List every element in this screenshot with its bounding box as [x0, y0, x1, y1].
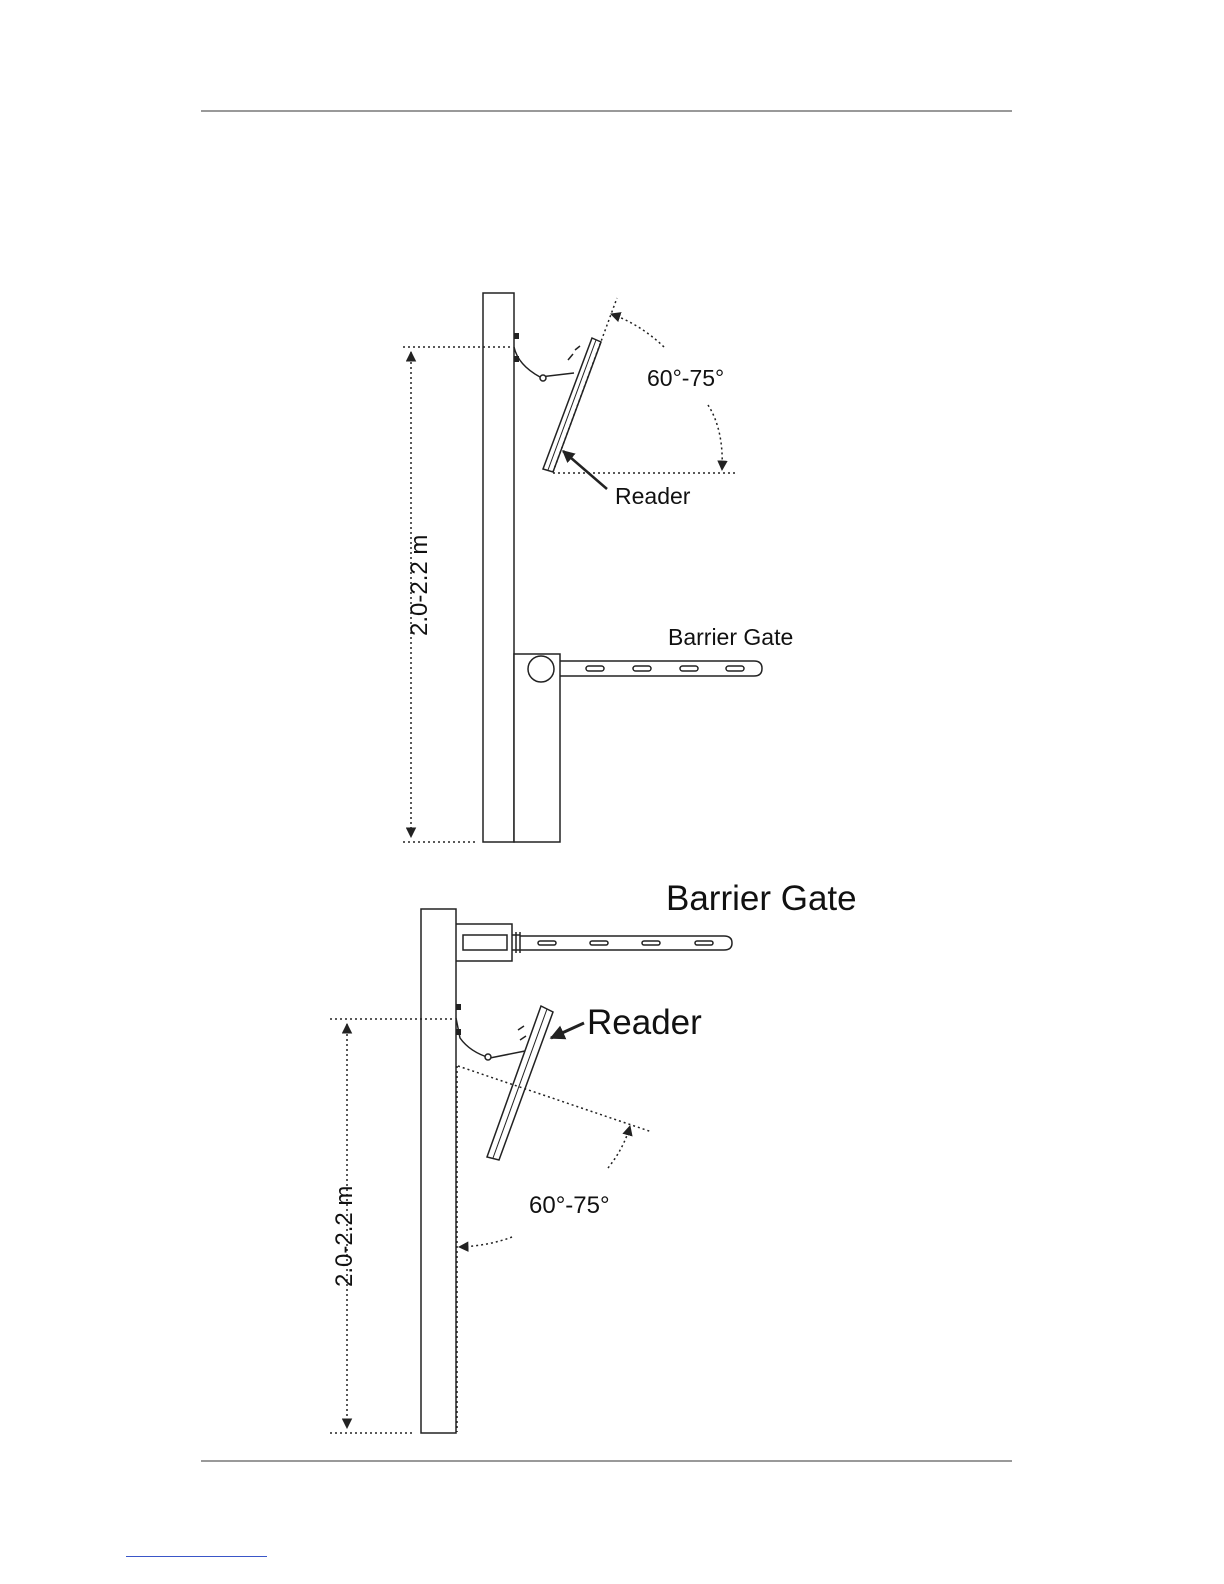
bottom-height-label: 2.0-2.2 m	[331, 1186, 358, 1287]
top-reader-pointer	[563, 451, 607, 489]
top-reader-bracket	[514, 347, 574, 377]
bottom-gate-arm-slots	[538, 941, 713, 945]
top-height-label: 2.0-2.2 m	[406, 535, 433, 636]
top-angle-arc-upper	[611, 314, 664, 347]
bottom-reader-pointer	[551, 1023, 584, 1038]
bottom-angle-ref-line	[458, 1066, 652, 1132]
bottom-angle-arc-right	[608, 1126, 630, 1168]
bottom-reader-bracket	[456, 1018, 530, 1058]
bottom-gate-arm	[520, 936, 732, 950]
bottom-reader-label: Reader	[587, 1003, 702, 1042]
bottom-gate-housing	[456, 924, 512, 961]
top-gate-arm-slots	[586, 666, 744, 671]
bottom-angle-label: 60°-75°	[529, 1192, 610, 1219]
top-pole	[483, 293, 514, 842]
top-gate-label: Barrier Gate	[668, 624, 793, 650]
bottom-gate-hub	[463, 935, 507, 950]
bottom-pole	[421, 909, 456, 1433]
top-gate-arm	[560, 661, 762, 676]
top-reader-label: Reader	[615, 483, 691, 509]
top-gate-cabinet	[514, 654, 560, 842]
bottom-installation-diagram	[330, 909, 732, 1433]
top-angle-label: 60°-75°	[647, 365, 724, 391]
bottom-angle-arc-left	[459, 1237, 512, 1247]
bottom-gate-label: Barrier Gate	[666, 879, 857, 918]
top-angle-arc-lower	[708, 405, 722, 470]
